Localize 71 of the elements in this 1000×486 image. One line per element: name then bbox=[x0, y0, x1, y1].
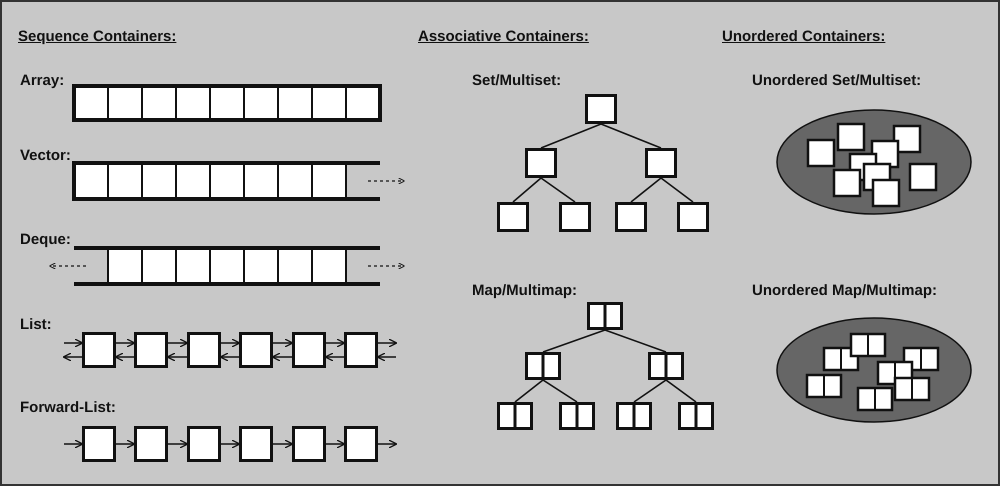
tree-node-box bbox=[678, 402, 714, 430]
connector-line bbox=[600, 123, 662, 149]
connector-line bbox=[542, 379, 578, 403]
container-label: Array: bbox=[20, 72, 64, 89]
tree-node-box bbox=[587, 302, 623, 330]
arrow bbox=[221, 338, 240, 348]
list-node-box bbox=[292, 332, 326, 368]
arrow bbox=[326, 439, 346, 449]
connector-line bbox=[540, 123, 602, 149]
container-label: List: bbox=[20, 316, 52, 333]
list-node-box bbox=[134, 332, 168, 368]
container-label: Forward-List: bbox=[20, 399, 116, 416]
connector-line bbox=[666, 379, 696, 403]
connector-line bbox=[634, 379, 666, 403]
arrow bbox=[221, 439, 240, 449]
container-label: Unordered Map/Multimap: bbox=[752, 282, 938, 299]
arrow bbox=[378, 439, 398, 449]
connector-line bbox=[542, 329, 606, 353]
arrow bbox=[220, 352, 239, 362]
tree-node-box bbox=[559, 202, 591, 232]
tree-node-box bbox=[497, 202, 529, 232]
list-node-box bbox=[344, 332, 378, 368]
tree-node-box bbox=[648, 352, 684, 380]
tree-node-box bbox=[615, 202, 647, 232]
arrow bbox=[64, 439, 84, 449]
arrow bbox=[273, 439, 294, 449]
arrow bbox=[273, 338, 294, 348]
arrow bbox=[64, 338, 84, 348]
list-node-box bbox=[239, 426, 273, 462]
arrow bbox=[114, 352, 134, 362]
list-node-box bbox=[82, 332, 116, 368]
connector-line bbox=[512, 177, 542, 203]
list-node-box bbox=[187, 332, 221, 368]
arrow bbox=[168, 439, 188, 449]
arrow bbox=[324, 352, 344, 362]
arrow bbox=[272, 352, 292, 362]
arrow bbox=[376, 352, 396, 362]
tree-node-box bbox=[616, 402, 652, 430]
list-node-box bbox=[239, 332, 273, 368]
arrow bbox=[116, 338, 136, 348]
section-heading: Sequence Containers: bbox=[18, 28, 176, 45]
connector-line bbox=[604, 329, 666, 353]
tree-node-box bbox=[525, 148, 557, 178]
container-label: Vector: bbox=[20, 147, 71, 164]
list-node-box bbox=[134, 426, 168, 462]
container-label: Map/Multimap: bbox=[472, 282, 577, 299]
list-node-box bbox=[187, 426, 221, 462]
arrow bbox=[168, 338, 188, 348]
list-node-box bbox=[82, 426, 116, 462]
connector-line bbox=[540, 177, 576, 203]
tree-node-box bbox=[525, 352, 561, 380]
tree-node-box bbox=[645, 148, 677, 178]
arrow bbox=[378, 338, 398, 348]
connector-line bbox=[630, 177, 662, 203]
tree-node-box bbox=[559, 402, 595, 430]
arrow bbox=[116, 439, 136, 449]
arrow bbox=[62, 352, 82, 362]
arrow bbox=[326, 338, 346, 348]
connector-line bbox=[514, 379, 544, 403]
container-label: Deque: bbox=[20, 231, 71, 248]
section-heading: Associative Containers: bbox=[418, 28, 589, 45]
tree-node-box bbox=[677, 202, 709, 232]
container-label: Set/Multiset: bbox=[472, 72, 562, 89]
container-label: Unordered Set/Multiset: bbox=[752, 72, 922, 89]
list-node-box bbox=[292, 426, 326, 462]
tree-node-box bbox=[585, 94, 617, 124]
tree-node-box bbox=[497, 402, 533, 430]
list-node-box bbox=[344, 426, 378, 462]
arrow bbox=[166, 352, 187, 362]
connector-line bbox=[660, 177, 694, 203]
section-heading: Unordered Containers: bbox=[722, 28, 886, 45]
